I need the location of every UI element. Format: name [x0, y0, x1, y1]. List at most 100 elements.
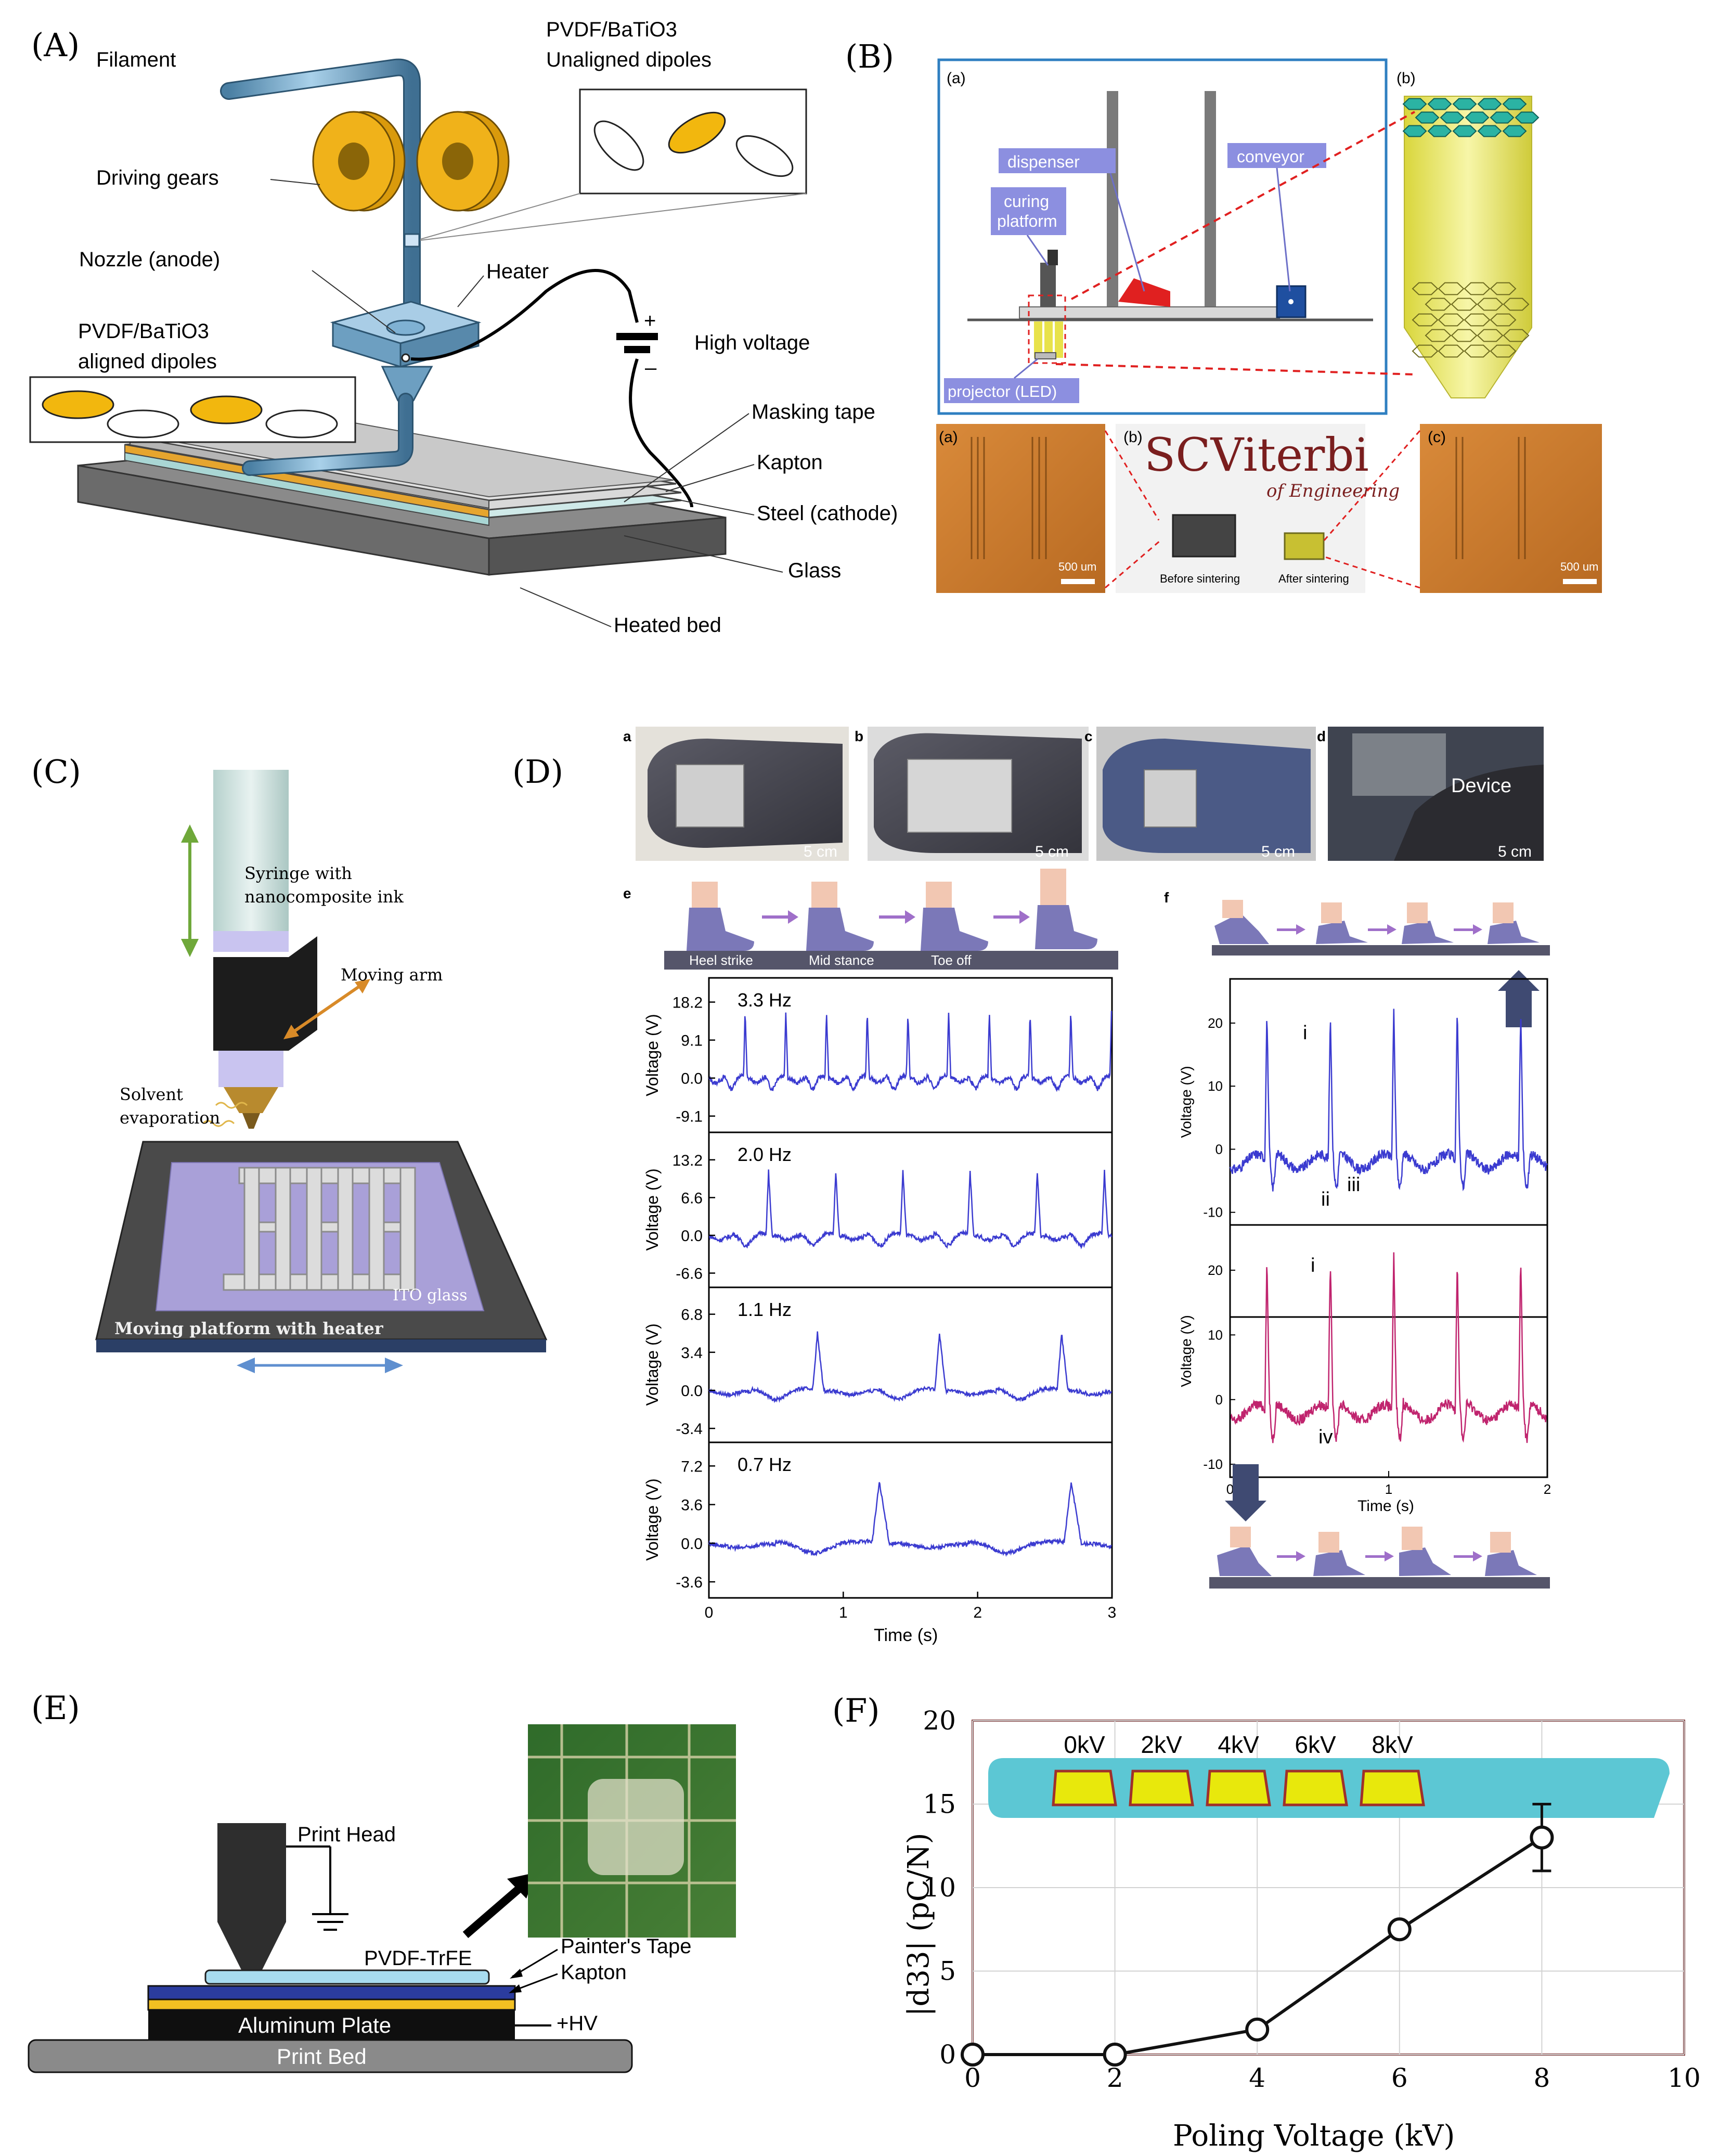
y-axis-label: Voltage (V) [643, 1014, 662, 1096]
bed-label: Heated bed [614, 614, 721, 637]
hv-e-label: +HV [557, 2012, 598, 2035]
hex-cell-outline [1412, 313, 1439, 327]
plot-e: 3.3 Hz2.0 Hz1.1 Hz0.7 Hz 18.29.10.0-9.1V… [643, 977, 1117, 1645]
hex-cell [1427, 125, 1452, 137]
solvent-label-2: evaporation [120, 1108, 220, 1128]
gait-arrows-f-top [1277, 924, 1482, 935]
gait-feet-f-top [1214, 900, 1540, 944]
hex-cell [1465, 111, 1490, 124]
print-head-label: Print Head [298, 1823, 396, 1846]
gait-arrows-e [762, 910, 1030, 924]
x-tick-label: 4 [1249, 2063, 1265, 2093]
pvdf-label: PVDF-TrFE [364, 1947, 472, 1970]
photo-letter-a: a [623, 728, 631, 744]
hex-cell-outline [1438, 282, 1465, 295]
freq-label: 0.7 Hz [738, 1454, 792, 1475]
y-tick-label: -6.6 [676, 1266, 703, 1283]
photo-letter-b: b [855, 728, 863, 744]
x-tick-label: 1 [839, 1604, 848, 1621]
conveyor-label: conveyor [1237, 147, 1304, 166]
arm-label: Moving arm [341, 965, 443, 985]
aluminum-label: Aluminum Plate [238, 2013, 391, 2037]
plot-e-xlabel: Time (s) [874, 1625, 938, 1645]
scale-label-b: 5 cm [1035, 843, 1069, 860]
hex-cell [1402, 98, 1427, 110]
y-tick-label: 0.0 [681, 1070, 703, 1088]
hex-cell-outline [1412, 344, 1439, 358]
hex-cell [1402, 125, 1427, 137]
data-point [1387, 1917, 1412, 1942]
voltage-trace-f [1229, 1252, 1548, 1443]
hex-cell-outline [1464, 313, 1491, 327]
curing-label-2: platform [997, 212, 1057, 230]
scale-label-a: 5 cm [804, 843, 837, 860]
sample-voltage-label: 8kV [1372, 1731, 1413, 1758]
syringe-icon [213, 770, 289, 941]
gait-toe: Toe off [931, 952, 972, 968]
print-head-icon [217, 1823, 286, 1922]
x-tick-label: 0 [1226, 1481, 1234, 1497]
syringe-label-1: Syringe with [244, 863, 352, 883]
photo-letter-d: d [1317, 728, 1326, 744]
voltage-trace-f [1229, 1009, 1548, 1192]
x-tick-label: 0 [964, 2063, 981, 2093]
projector-label: projector (LED) [948, 382, 1057, 401]
y-tick-label: 15 [923, 1789, 956, 1819]
voltage-trace-e [708, 1482, 1113, 1557]
y-tick-label: -9.1 [676, 1108, 703, 1126]
x-tick-label: 2 [1107, 2063, 1123, 2093]
hex-cell-outline [1490, 344, 1517, 358]
brand-sub-text: of Engineering [1266, 481, 1400, 501]
y-tick-label: 5 [939, 1956, 956, 1986]
y-tick-label: 10 [1208, 1327, 1223, 1342]
y-tick-label: 0 [939, 2039, 956, 2070]
moving-arm-arrow [288, 982, 365, 1037]
unaligned-label-2: Unaligned dipoles [546, 48, 712, 71]
y-tick-label: 10 [1208, 1078, 1223, 1094]
hv-label: High voltage [694, 331, 810, 354]
glass-label: Glass [788, 559, 841, 582]
y-tick-label: 0 [1215, 1392, 1223, 1408]
data-point [1103, 2043, 1127, 2067]
hex-cell-outline [1503, 298, 1530, 311]
photo-b-c [1420, 424, 1602, 593]
y-tick-label: 20 [923, 1706, 956, 1736]
curing-label-1: curing [1004, 192, 1049, 211]
hex-cell [1477, 125, 1502, 137]
plot-f-xlabel-d33: Poling Voltage (kV) [1173, 2119, 1455, 2153]
sample-square [1052, 1770, 1117, 1806]
x-tick-label: 3 [1108, 1604, 1117, 1621]
sample-square [1129, 1770, 1194, 1806]
freq-label: 1.1 Hz [738, 1299, 792, 1320]
scale-label-c: 5 cm [1261, 843, 1295, 860]
dipole-set-aligned [42, 390, 338, 438]
sub-f-letter: f [1164, 889, 1169, 906]
scale-bar-a: 500 um [1058, 560, 1096, 573]
hex-cell-outline [1438, 313, 1465, 327]
x-tick-label: 0 [705, 1604, 714, 1621]
y-tick-label: 20 [1208, 1015, 1223, 1031]
y-tick-label: -3.4 [676, 1421, 703, 1438]
roman-i-bottom: i [1311, 1255, 1315, 1276]
y-tick-label: 7.2 [681, 1458, 703, 1475]
hex-cell-outline [1503, 329, 1530, 342]
hex-cell-outline [1412, 282, 1439, 295]
panel-b-letter: (B) [845, 37, 894, 75]
hex-cell-outline [1464, 282, 1491, 295]
plot-f-series-layer [1229, 1009, 1548, 1443]
kapton-e-label: Kapton [561, 1961, 627, 1984]
x-tick-label: 10 [1667, 2063, 1701, 2093]
plot-f-xlabel: Time (s) [1357, 1497, 1414, 1515]
hex-cell [1515, 111, 1540, 124]
dlp-schematic-box [937, 58, 1388, 415]
photo-b-a [936, 424, 1105, 593]
kapton-label: Kapton [757, 451, 823, 474]
y-tick-label: -10 [1203, 1205, 1223, 1220]
hv-minus: – [645, 356, 657, 379]
hex-cells-bottom [1412, 282, 1530, 358]
hex-cell-outline [1464, 344, 1491, 358]
hex-cell-outline [1490, 282, 1517, 295]
